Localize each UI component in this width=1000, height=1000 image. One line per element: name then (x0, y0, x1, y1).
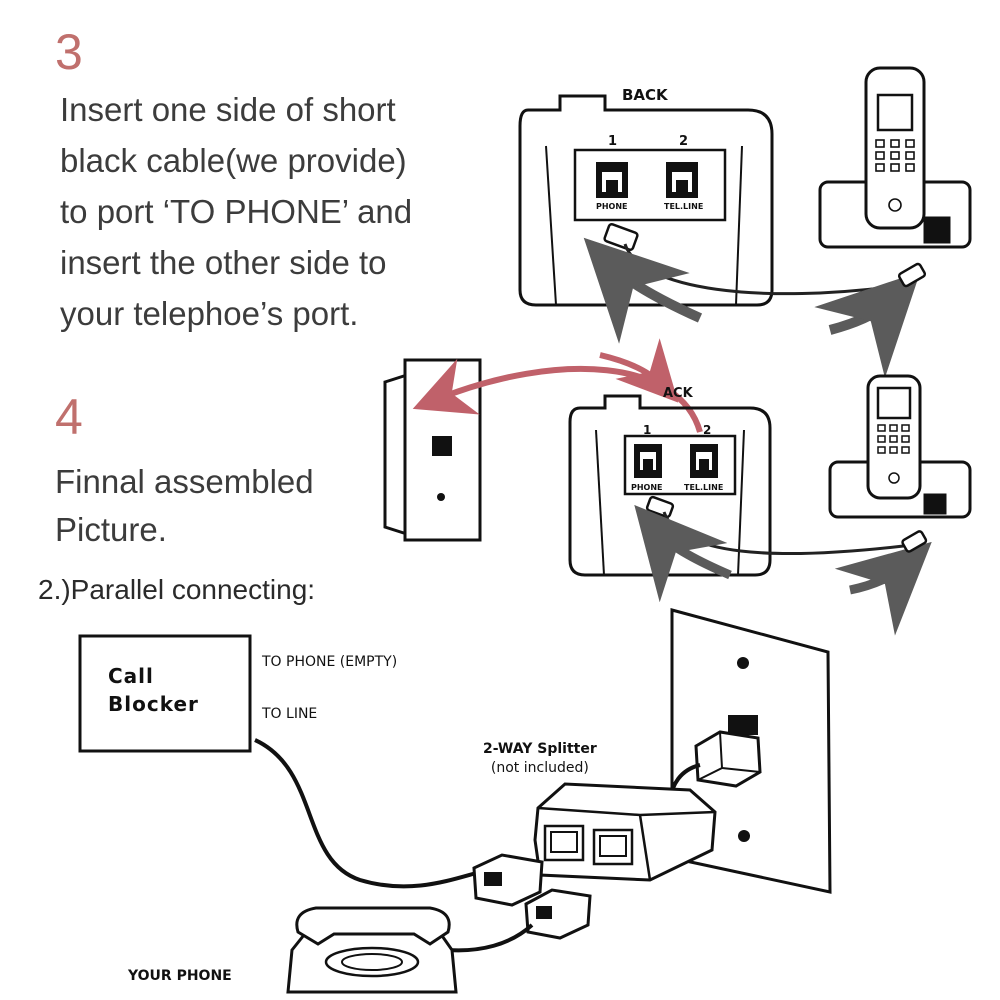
your-phone-label: YOUR PHONE (128, 968, 232, 984)
splitter-plug-blocker (472, 853, 544, 907)
splitter-label-line-2: (not included) (490, 760, 589, 776)
port-phone-label-mid: PHONE (631, 483, 663, 492)
wall-plug-parallel (694, 730, 762, 788)
phone-port-top (596, 162, 628, 198)
short-cable-top (623, 243, 906, 296)
cable-plug-top (603, 223, 639, 251)
line-port-mid (690, 444, 718, 478)
splitter-label-line-1: 2-WAY Splitter (483, 741, 597, 757)
step-4-number: 4 (55, 389, 83, 445)
corded-phone (286, 906, 458, 994)
port-line-label-top: TEL.LINE (664, 202, 704, 211)
splitter-plug-phone (524, 888, 592, 940)
line-port-top (666, 162, 698, 198)
call-blocker-label: Call Blocker (108, 662, 199, 718)
gray-arrow-top-left (583, 237, 703, 344)
cable-plug-top-phone (897, 262, 927, 288)
phone-port-mid (634, 444, 662, 478)
back-label-top: BACK (622, 86, 668, 104)
cable-plug-mid-phone (901, 530, 928, 553)
step-3-line-5: your telephoe’s port. (60, 295, 359, 332)
call-blocker-back-top (518, 94, 774, 307)
port-phone-label-top: PHONE (596, 202, 628, 211)
port-2-number-mid: 2 (703, 423, 712, 437)
red-arrow-to-device (599, 338, 679, 403)
two-way-splitter (533, 782, 717, 882)
step-3-line-2: black cable(we provide) (60, 142, 407, 179)
port-line-label-mid: TEL.LINE (684, 483, 724, 492)
cable-plug-mid (645, 495, 675, 519)
step-4-caption: Finnal assembled Picture. (55, 458, 314, 554)
port-1-number-mid: 1 (643, 423, 652, 437)
back-label-mid: ACK (663, 386, 693, 401)
gray-arrow-top-right (814, 271, 921, 378)
call-blocker-line-1: Call (108, 664, 154, 688)
to-phone-empty-label: TO PHONE (EMPTY) (262, 654, 398, 670)
phone-cable (447, 923, 534, 953)
step-4-line-2: Picture. (55, 511, 167, 548)
step-3-line-1: Insert one side of short (60, 91, 396, 128)
gray-arrow-mid-left (634, 504, 732, 603)
call-blocker-box (78, 634, 252, 753)
step-3-number: 3 (55, 24, 83, 80)
to-line-label: TO LINE (262, 706, 318, 722)
port-2-number-top: 2 (679, 134, 689, 149)
splitter-label: 2-WAY Splitter (not included) (483, 740, 597, 778)
step-4-line-1: Finnal assembled (55, 463, 314, 500)
cordless-phone-mid (828, 374, 972, 519)
gray-arrow-mid-right (834, 541, 932, 636)
blocker-cable (254, 738, 481, 889)
step-3-instructions: Insert one side of short black cable(we … (60, 84, 412, 339)
step-3-line-4: insert the other side to (60, 244, 387, 281)
port-1-number-top: 1 (608, 134, 618, 149)
step-3-line-3: to port ‘TO PHONE’ and (60, 193, 413, 230)
cordless-phone-top (818, 66, 972, 249)
parallel-section-title: 2.)Parallel connecting: (38, 574, 316, 605)
call-blocker-line-2: Blocker (108, 692, 199, 716)
